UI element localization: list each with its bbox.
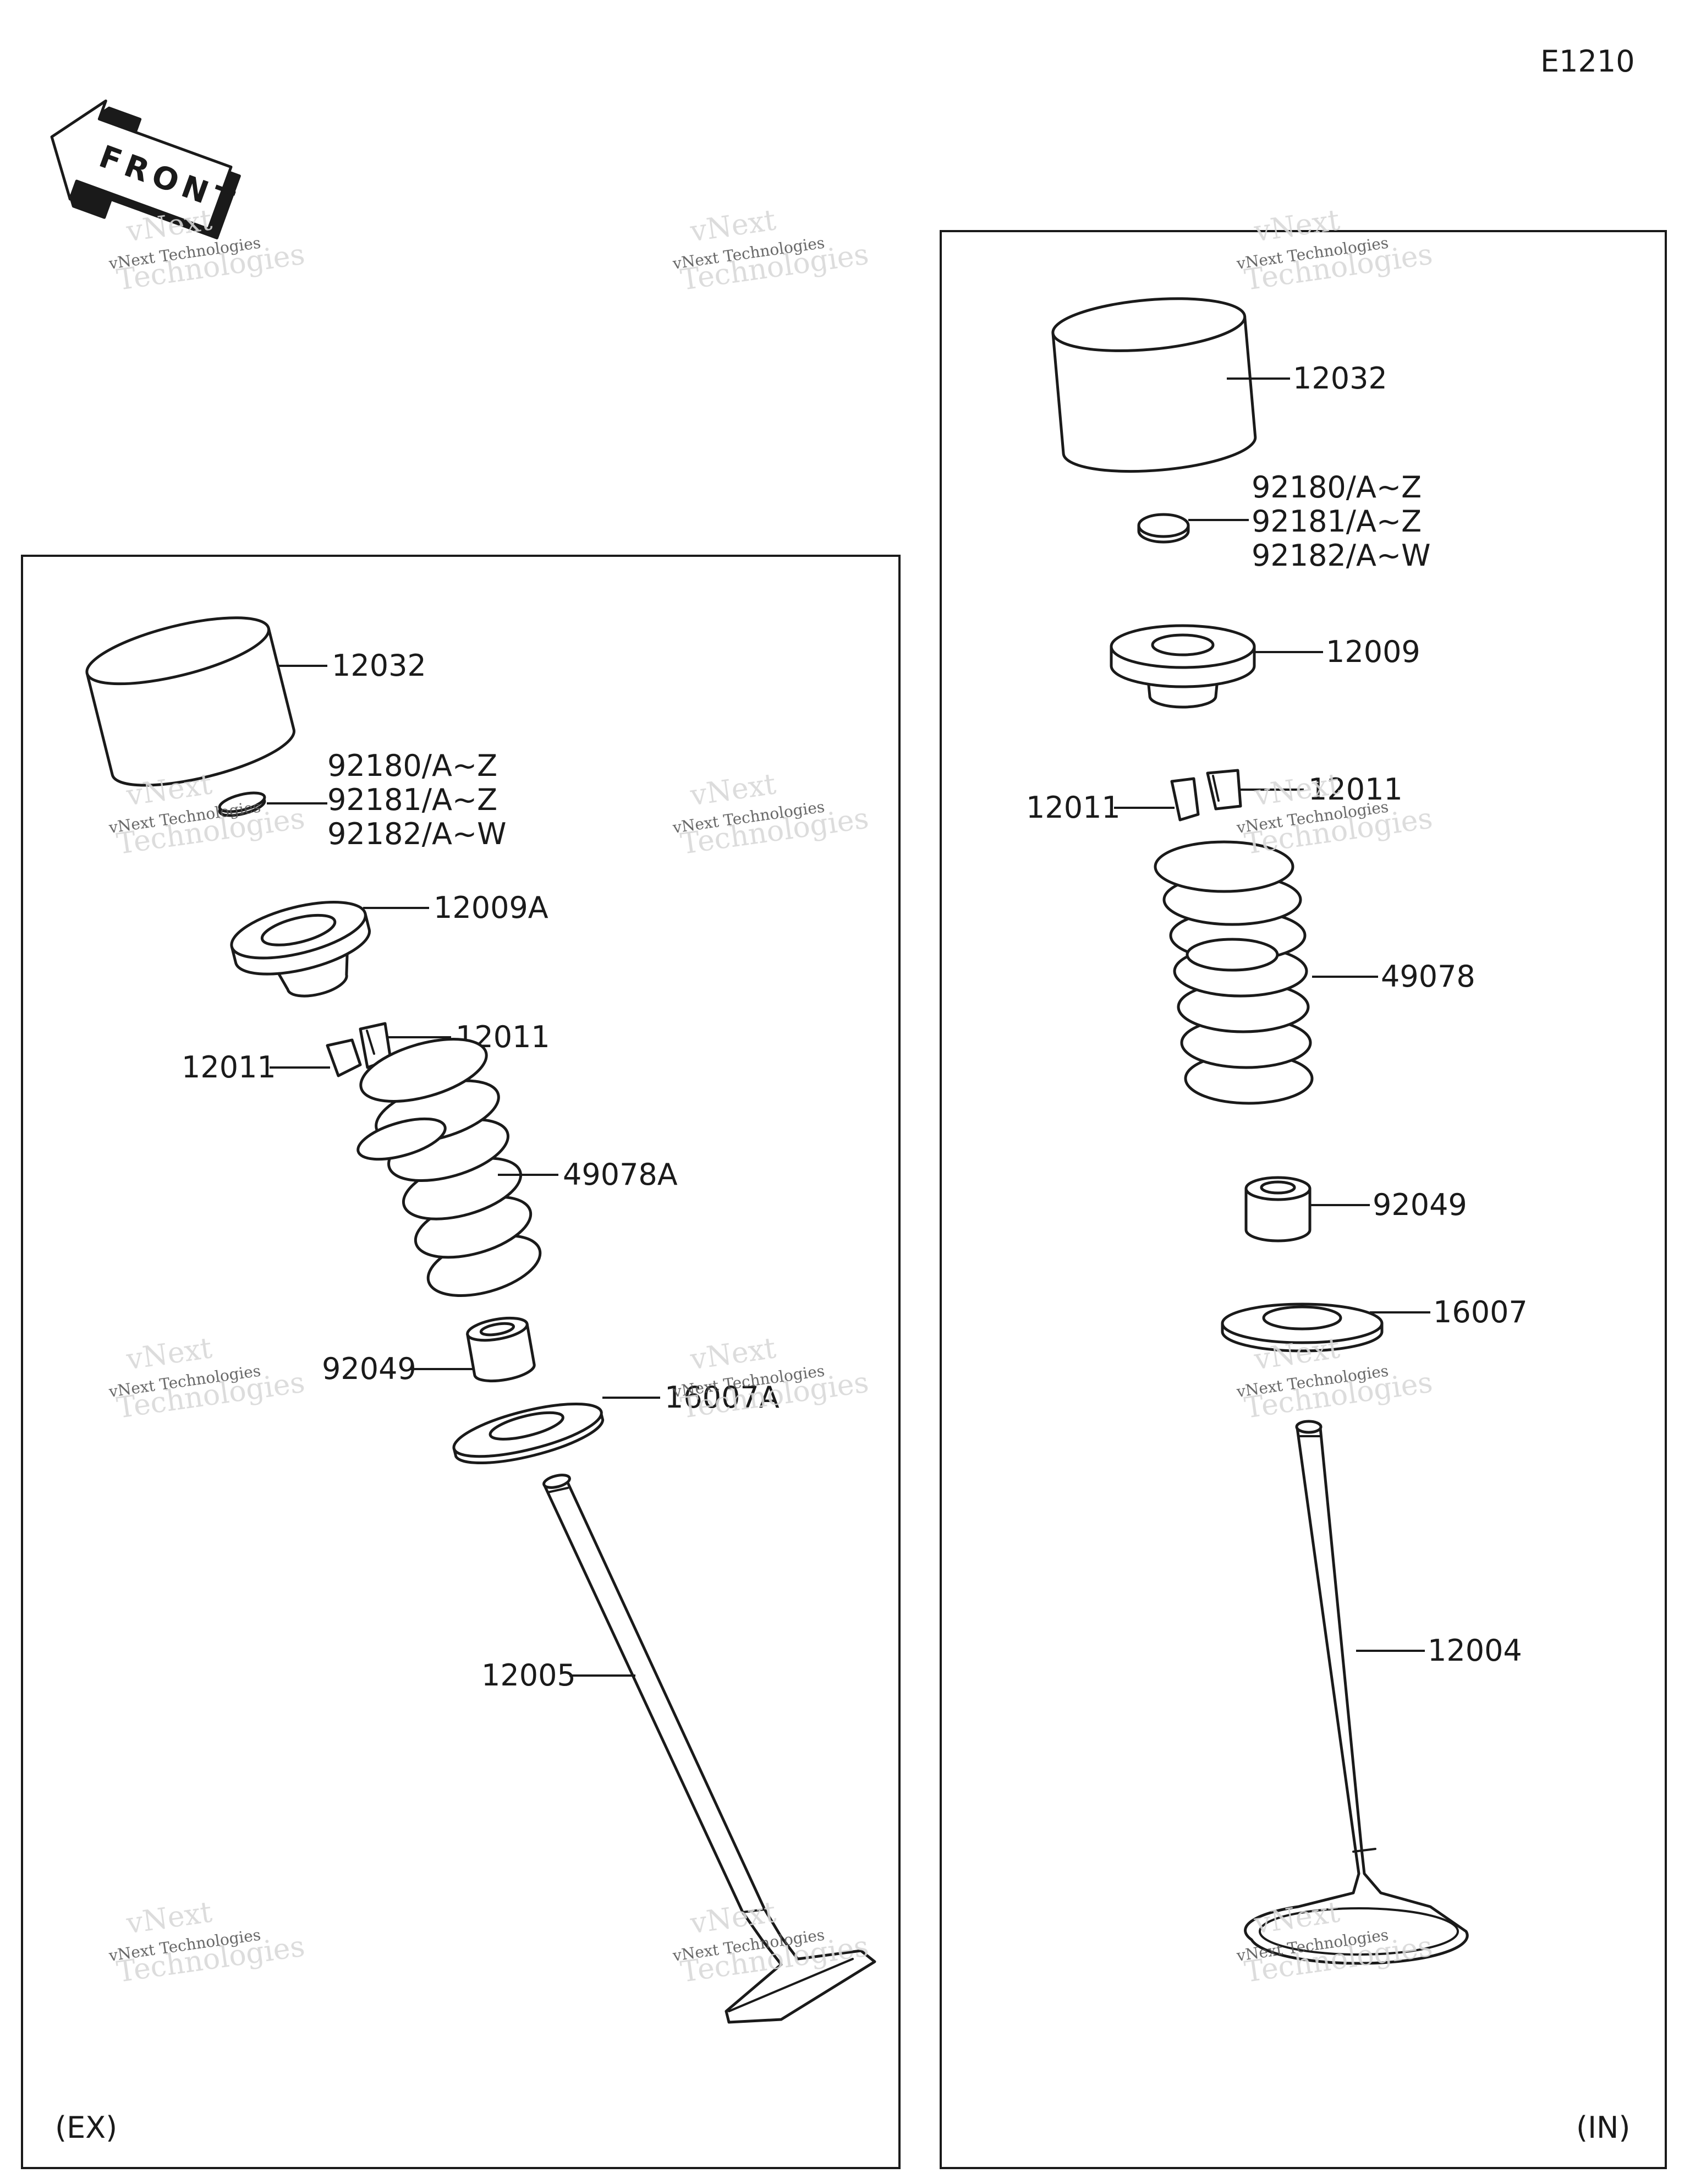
intake-retainer-label: 12009 bbox=[1326, 634, 1420, 669]
exhaust-stem-seal bbox=[466, 1316, 536, 1383]
watermark: vNext Technologies vNext Technologies bbox=[671, 1332, 871, 1425]
exhaust-shim bbox=[218, 791, 266, 817]
exhaust-panel: 12032 92180/A~Z 92181/A~Z 92182/A~W 1200… bbox=[21, 555, 901, 2169]
exhaust-valve-label: 12005 bbox=[481, 1658, 576, 1693]
exhaust-lifter bbox=[85, 616, 295, 787]
exhaust-stem-seal-label: 92049 bbox=[322, 1351, 416, 1386]
intake-cotters bbox=[1170, 769, 1242, 822]
intake-cotter-right-label: 12011 bbox=[1308, 772, 1403, 807]
intake-shim bbox=[1137, 513, 1190, 544]
intake-lifter-label: 12032 bbox=[1293, 361, 1387, 396]
watermark: vNext Technologies vNext Technologies bbox=[107, 1332, 307, 1425]
exhaust-spring-label: 49078A bbox=[563, 1157, 678, 1192]
exhaust-spring-seat bbox=[452, 1403, 605, 1465]
intake-spring-label: 49078 bbox=[1381, 959, 1475, 994]
watermark: vNext Technologies vNext Technologies bbox=[1235, 768, 1435, 861]
exhaust-valve-spring bbox=[356, 1038, 542, 1297]
watermark: vNext Technologies vNext Technologies bbox=[1235, 204, 1435, 297]
intake-spring-retainer bbox=[1110, 624, 1256, 709]
intake-valve-spring bbox=[1154, 840, 1314, 1105]
intake-cotter-left-label: 12011 bbox=[1026, 790, 1121, 825]
intake-shim-label-3: 92182/A~W bbox=[1252, 538, 1431, 573]
exhaust-spring-seat-label: 16007A bbox=[665, 1380, 780, 1415]
diagram-code: E1210 bbox=[1540, 44, 1635, 79]
exhaust-lifter-label: 12032 bbox=[332, 648, 426, 683]
watermark: vNext Technologies vNext Technologies bbox=[107, 1896, 307, 1989]
exhaust-panel-caption: (EX) bbox=[55, 2110, 117, 2145]
intake-spring-seat bbox=[1221, 1302, 1384, 1353]
exhaust-valve bbox=[542, 1474, 876, 2024]
exhaust-shim-label-2: 92181/A~Z bbox=[327, 782, 497, 817]
intake-shim-label-2: 92181/A~Z bbox=[1252, 504, 1422, 539]
exhaust-cotters bbox=[326, 1022, 392, 1077]
intake-stem-seal bbox=[1244, 1176, 1312, 1242]
exhaust-spring-retainer bbox=[230, 901, 371, 998]
intake-valve bbox=[1244, 1420, 1469, 1965]
intake-shim-label-1: 92180/A~Z bbox=[1252, 470, 1422, 505]
intake-stem-seal-label: 92049 bbox=[1373, 1187, 1467, 1222]
intake-lifter bbox=[1051, 297, 1257, 473]
exhaust-shim-label-3: 92182/A~W bbox=[327, 817, 507, 851]
intake-panel-caption: (IN) bbox=[1576, 2110, 1630, 2145]
intake-valve-label: 12004 bbox=[1428, 1633, 1522, 1668]
exhaust-retainer-label: 12009A bbox=[434, 890, 548, 925]
intake-spring-seat-label: 16007 bbox=[1433, 1295, 1528, 1329]
intake-panel: 12032 92180/A~Z 92181/A~Z 92182/A~W 1200… bbox=[940, 230, 1667, 2169]
watermark: vNext Technologies vNext Technologies bbox=[671, 768, 871, 861]
exhaust-shim-label-1: 92180/A~Z bbox=[327, 748, 497, 783]
exhaust-panel-frame bbox=[21, 555, 901, 2169]
watermark: vNext Technologies vNext Technologies bbox=[671, 204, 871, 297]
intake-panel-frame bbox=[940, 230, 1667, 2169]
exhaust-cotter-left-label: 12011 bbox=[182, 1050, 276, 1085]
